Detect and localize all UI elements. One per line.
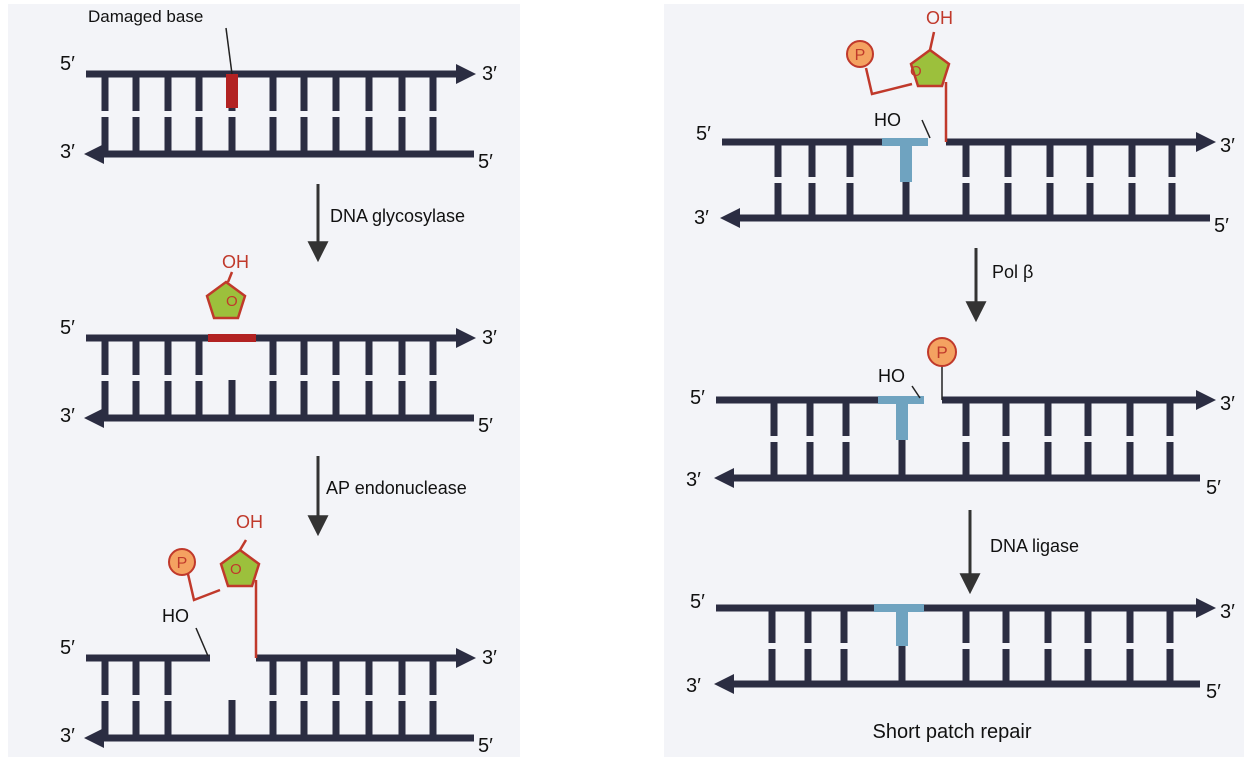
abasic-backbone-segment	[208, 334, 256, 342]
three-prime-label: 3′	[1220, 393, 1235, 415]
strand-arrowhead	[720, 208, 740, 228]
base-pairs	[768, 608, 1174, 684]
base-pairs	[774, 142, 1176, 218]
strand-arrowhead	[84, 144, 104, 164]
three-prime-label: 3′	[686, 469, 701, 491]
right-panel-background	[664, 4, 1244, 757]
five-prime-label: 5′	[690, 387, 705, 409]
strand-arrowhead	[456, 648, 476, 668]
phosphate-label: P	[855, 47, 866, 64]
strand-arrowhead	[84, 728, 104, 748]
phosphate-group	[846, 40, 874, 68]
hydroxyl-bond	[238, 539, 248, 551]
five-prime-label: 5′	[1206, 681, 1221, 703]
five-prime-label: 5′	[478, 735, 493, 757]
new-nucleotide-base	[896, 400, 908, 440]
strand-arrowhead	[1196, 598, 1216, 618]
new-nucleotide-base	[900, 142, 912, 182]
five-prime-label: 5′	[690, 591, 705, 613]
hydroxyl-bond	[928, 31, 936, 51]
five-prime-label: 5′	[696, 123, 711, 145]
three-prime-label: 3′	[60, 141, 75, 163]
five-prime-label: 5′	[60, 637, 75, 659]
five-prime-label: 5′	[60, 317, 75, 339]
damaged-base	[226, 74, 238, 108]
three-prime-label: 3′	[1220, 135, 1235, 157]
five-prime-label: 5′	[478, 415, 493, 437]
free-hydroxyl-label: HO	[162, 606, 189, 626]
dna-glycosylase-label: DNA glycosylase	[330, 206, 465, 226]
five-prime-label: 5′	[1206, 477, 1221, 499]
five-prime-label: 5′	[478, 151, 493, 173]
damaged-base-label: Damaged base	[88, 7, 203, 26]
phosphate-label: P	[936, 343, 947, 362]
pol-beta-label: Pol β	[992, 262, 1033, 282]
deoxyribose-sugar	[909, 48, 951, 88]
top-strand	[86, 64, 476, 84]
duplex-drp-removed: P HO 5′ 3′ 3′ 5′	[686, 337, 1235, 499]
deoxyribose-sugar	[219, 548, 261, 588]
strand-arrowhead	[84, 408, 104, 428]
five-prime-label: 5′	[60, 53, 75, 75]
phosphate-group	[927, 337, 957, 367]
hydroxyl-label: OH	[926, 8, 953, 28]
three-prime-label: 3′	[60, 725, 75, 747]
three-prime-label: 3′	[686, 675, 701, 697]
strand-arrowhead	[456, 328, 476, 348]
strand-arrowhead	[714, 468, 734, 488]
dna-ligase-label: DNA ligase	[990, 536, 1079, 556]
strand-arrowhead	[714, 674, 734, 694]
duplex-repaired: 5′ 3′ 3′ 5′	[686, 591, 1235, 703]
hydroxyl-label: OH	[222, 252, 249, 272]
free-hydroxyl-label: HO	[878, 366, 905, 386]
hydroxyl-label: OH	[236, 512, 263, 532]
three-prime-label: 3′	[482, 647, 497, 669]
hydroxyl-bond	[226, 271, 234, 283]
new-nucleotide-base	[896, 608, 908, 646]
duplex-pol-beta-insert: O OH P HO 5′ 3′ 3′ 5′	[694, 8, 1235, 237]
duplex-nicked: O OH P HO 5′ 3′ 3′ 5′	[60, 512, 497, 757]
phosphate-link	[864, 67, 913, 96]
ring-oxygen-label: O	[226, 293, 238, 310]
base-pairs	[101, 74, 437, 154]
three-prime-label: 3′	[1220, 601, 1235, 623]
three-prime-label: 3′	[60, 405, 75, 427]
bottom-strand	[84, 144, 474, 164]
hydroxyl-pointer	[921, 119, 931, 139]
deoxyribose-sugar	[205, 280, 247, 320]
base-pairs	[101, 658, 437, 738]
strand-arrowhead	[1196, 132, 1216, 152]
hydroxyl-pointer	[911, 385, 921, 399]
three-prime-label: 3′	[694, 207, 709, 229]
free-hydroxyl-label: HO	[874, 110, 901, 130]
damaged-base-pointer	[225, 27, 233, 75]
hydroxyl-pointer	[195, 627, 209, 657]
three-prime-label: 3′	[482, 63, 497, 85]
short-patch-repair-caption: Short patch repair	[873, 721, 1032, 743]
ring-oxygen-label: O	[230, 561, 242, 578]
base-pairs	[770, 400, 1174, 478]
strand-arrowhead	[456, 64, 476, 84]
phosphate-label: P	[177, 555, 188, 572]
phosphate-group	[168, 548, 196, 576]
strand-arrowhead	[1196, 390, 1216, 410]
base-pairs	[101, 338, 437, 418]
duplex-damaged: Damaged base 5′ 3′ 3′ 5′	[60, 7, 497, 173]
ring-oxygen-label: O	[910, 63, 922, 80]
duplex-abasic-site: O OH 5′ 3′ 3′ 5′	[60, 252, 497, 437]
phosphate-link	[186, 573, 221, 602]
five-prime-label: 5′	[1214, 215, 1229, 237]
ap-endonuclease-label: AP endonuclease	[326, 478, 467, 498]
three-prime-label: 3′	[482, 327, 497, 349]
